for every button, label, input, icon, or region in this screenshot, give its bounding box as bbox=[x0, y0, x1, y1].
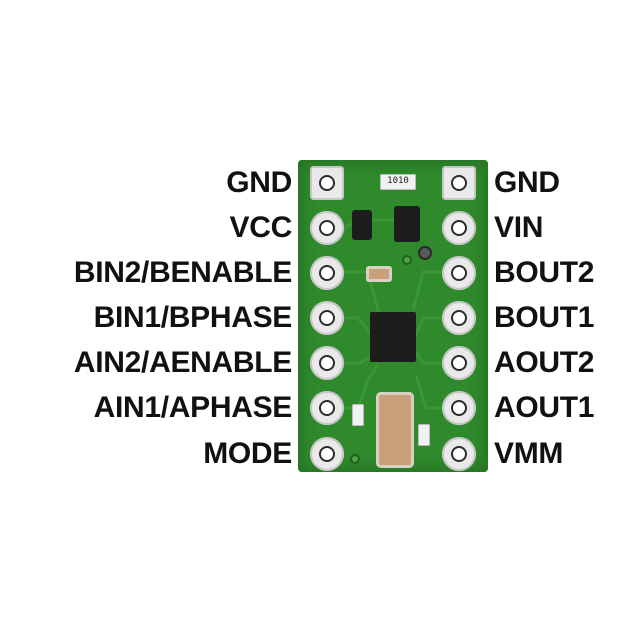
via-bottom bbox=[350, 454, 360, 464]
via-large bbox=[418, 246, 432, 260]
resistor-1010: 1010 bbox=[380, 174, 416, 190]
left-pin-label-4: BIN1/BPHASE bbox=[93, 301, 293, 334]
pad-bin2 bbox=[310, 256, 344, 290]
pad-vmm bbox=[442, 437, 476, 471]
transistor-right bbox=[394, 206, 420, 242]
via-upper bbox=[402, 255, 412, 265]
left-pin-label-5: AIN2/AENABLE bbox=[73, 346, 292, 379]
left-pin-label-6: AIN1/APHASE bbox=[93, 391, 293, 424]
left-pin-label-7: MODE bbox=[203, 437, 292, 470]
motor-driver-board: 1010 bbox=[298, 160, 488, 472]
left-pin-label-3: BIN2/BENABLE bbox=[73, 256, 292, 289]
pad-gnd-left bbox=[310, 166, 344, 200]
transistor-left bbox=[352, 210, 372, 240]
pad-bin1 bbox=[310, 301, 344, 335]
pad-mode bbox=[310, 437, 344, 471]
pad-ain2 bbox=[310, 346, 344, 380]
left-pin-label-2: VCC bbox=[229, 211, 293, 244]
pad-vin bbox=[442, 211, 476, 245]
right-pin-label-2: VIN bbox=[494, 211, 544, 244]
right-pin-label-7: VMM bbox=[494, 437, 564, 470]
right-pin-label-4: BOUT1 bbox=[494, 301, 595, 334]
left-pin-label-1: GND bbox=[226, 166, 292, 199]
capacitor-large bbox=[376, 392, 414, 468]
pad-ain1 bbox=[310, 391, 344, 425]
pad-bout2 bbox=[442, 256, 476, 290]
capacitor-small bbox=[366, 266, 392, 282]
pad-gnd-right bbox=[442, 166, 476, 200]
pad-aout1 bbox=[442, 391, 476, 425]
resistor-small-left bbox=[352, 404, 364, 426]
resistor-small-right bbox=[418, 424, 430, 446]
right-pin-label-6: AOUT1 bbox=[494, 391, 595, 424]
pad-bout1 bbox=[442, 301, 476, 335]
right-pin-label-3: BOUT2 bbox=[494, 256, 595, 289]
right-pin-label-1: GND bbox=[494, 166, 560, 199]
driver-ic bbox=[370, 312, 416, 362]
pad-vcc bbox=[310, 211, 344, 245]
right-pin-label-5: AOUT2 bbox=[494, 346, 595, 379]
pad-aout2 bbox=[442, 346, 476, 380]
